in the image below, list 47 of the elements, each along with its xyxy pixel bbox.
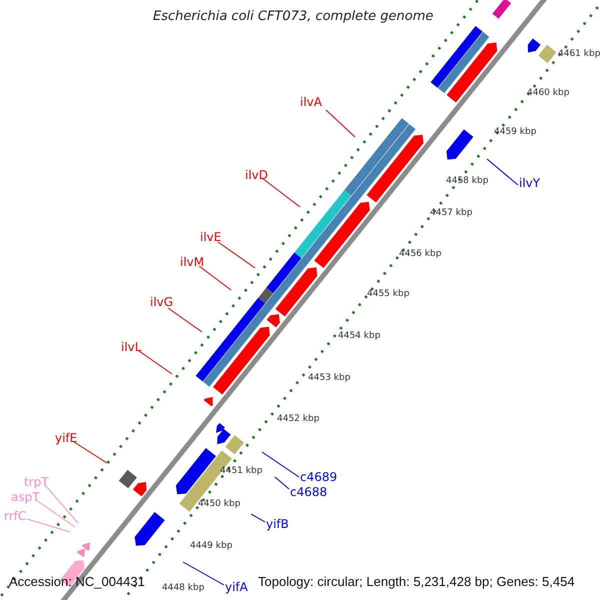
leader-line [44, 484, 78, 524]
tick-label: 4458 kbp [446, 177, 488, 186]
genome-info-text: Topology: circular; Length: 5,231,428 bp; Genes: 5,454 [258, 575, 575, 588]
leader-line [26, 518, 70, 532]
gene-label: ilvD [245, 169, 268, 181]
tick-label: 4459 kbp [494, 128, 536, 137]
tick-label: 4455 kbp [367, 290, 410, 299]
gene-label: ilvE [200, 231, 222, 243]
gene-label: trpT [24, 476, 49, 488]
tick-label: 4460 kbp [527, 89, 570, 98]
accession-text: Accession: NC_004431 [9, 575, 145, 588]
title: Escherichia coli CFT073, complete genome [153, 10, 434, 23]
tick-label: 4454 kbp [338, 332, 380, 341]
gene-label: ilvM [180, 256, 204, 268]
gene-label: ilvG [150, 296, 174, 308]
leader-line [262, 452, 300, 478]
tick-label: 4452 kbp [277, 415, 320, 424]
leader-line [36, 500, 76, 528]
leader-line [198, 266, 232, 290]
tick-label: 4457 kbp [430, 209, 472, 218]
leader-line [250, 514, 266, 522]
gene-label: yifE [55, 432, 78, 444]
gene-label: rrfC [4, 510, 26, 522]
tick-label: 4450 kbp [198, 500, 240, 509]
tick-label: 4461 kbp [558, 50, 600, 59]
leader-line [262, 178, 300, 208]
gene-label: aspT [11, 491, 40, 503]
gene-label: yifB [266, 518, 289, 530]
leader-line [274, 476, 290, 490]
gene-label: c4689 [300, 471, 338, 483]
leader-line [74, 442, 108, 464]
tick-label: 4453 kbp [308, 374, 350, 383]
tick-label: 4456 kbp [399, 250, 442, 259]
leader-line [168, 308, 202, 332]
leader-line [138, 350, 172, 374]
tick-label: 4448 kbp [162, 584, 204, 593]
leader-line [486, 158, 518, 186]
gene-label: ilvL [121, 341, 142, 353]
gene-label: ilvA [300, 96, 322, 108]
gene-label: yifA [225, 581, 248, 593]
leader-line [326, 110, 356, 138]
leader-line [182, 562, 224, 586]
gene-label: c4688 [290, 486, 328, 498]
tick-label: 4451 kbp [220, 467, 262, 476]
gene-label: ilvY [519, 177, 540, 189]
tick-label: 4449 kbp [190, 542, 232, 551]
leader-line [218, 242, 256, 268]
